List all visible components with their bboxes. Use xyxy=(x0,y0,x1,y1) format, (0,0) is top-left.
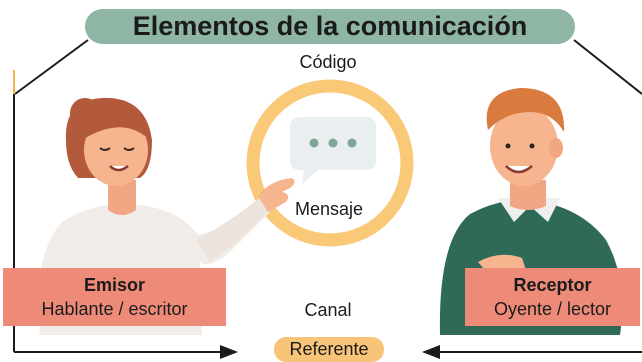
message-label: Mensaje xyxy=(294,199,364,219)
referent-label: Referente xyxy=(274,337,384,362)
arrow-to-referent-right xyxy=(422,345,642,359)
roof-line-left xyxy=(14,39,89,95)
roof-line-right xyxy=(573,39,642,95)
code-label: Código xyxy=(299,52,357,72)
sender-box: Emisor Hablante / escritor xyxy=(3,268,226,326)
arrow-to-referent-left xyxy=(14,345,238,359)
title-banner: Elementos de la comunicación xyxy=(85,9,575,44)
sender-name: Emisor xyxy=(83,275,146,295)
channel-label: Canal xyxy=(304,300,352,320)
receiver-box: Receptor Oyente / lector xyxy=(465,268,640,326)
message-bubble-icon xyxy=(290,117,376,184)
sender-woman-illustration xyxy=(38,97,295,335)
receiver-name: Receptor xyxy=(513,275,592,295)
receiver-description: Oyente / lector xyxy=(493,299,612,319)
code-ring xyxy=(246,79,414,247)
diagram-title: Elementos de la comunicación xyxy=(132,11,528,41)
sender-description: Hablante / escritor xyxy=(41,299,188,319)
